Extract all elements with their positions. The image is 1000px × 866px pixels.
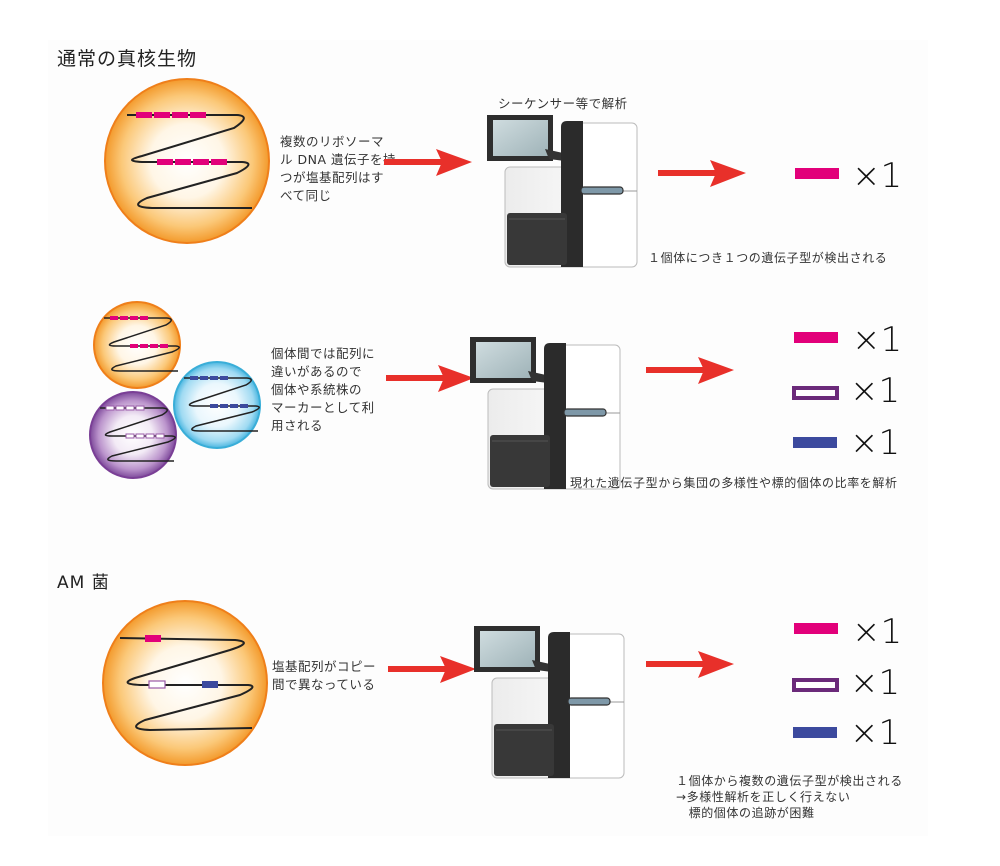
rdna-repeats <box>105 405 165 439</box>
count-label: ×1 <box>850 423 901 463</box>
rdna-copy-blue <box>202 681 218 688</box>
note-am-fungi: １個体から複数の遺伝子型が検出される →多様性解析を正しく行えない 標的個体の追… <box>676 774 903 820</box>
section-title-eukaryote: 通常の真核生物 <box>57 48 198 70</box>
genotype-pink-icon <box>794 623 838 634</box>
sequencer-icon <box>486 114 638 268</box>
times-icon: × <box>852 612 881 652</box>
cell-eukaryote <box>104 78 270 244</box>
cell-individual-a <box>93 301 181 389</box>
arrow-to-sequencer-2 <box>386 365 474 392</box>
count-label: ×1 <box>850 663 901 703</box>
arrow-to-result-1 <box>658 160 746 187</box>
rdna-repeats <box>190 376 248 408</box>
cell-individual-c <box>89 391 177 479</box>
sequencer-label: シーケンサー等で解析 <box>498 96 628 111</box>
rdna-repeats <box>110 316 168 348</box>
count-label: ×1 <box>852 612 903 652</box>
description-am-fungi: 塩基配列がコピー 間で異なっている <box>272 659 377 692</box>
note-population: 現れた遺伝子型から集団の多様性や標的個体の比率を解析 <box>570 476 898 490</box>
cell-am-fungi <box>102 600 268 766</box>
arrow-to-sequencer-3 <box>388 656 476 683</box>
cell-membrane <box>102 600 268 766</box>
count-label: ×1 <box>852 156 903 196</box>
genotype-pink-icon <box>795 168 839 179</box>
arrow-to-sequencer-1 <box>384 149 472 176</box>
times-icon: × <box>850 371 879 411</box>
times-icon: × <box>852 320 881 360</box>
genotype-purple-hollow-icon <box>792 678 839 692</box>
description-eukaryote: 複数のリボソーマ ル DNA 遺伝子を持 つが塩基配列はす べて同じ <box>280 134 396 203</box>
arrow-to-result-3 <box>646 651 734 678</box>
count-label: ×1 <box>850 713 901 753</box>
rdna-repeats-middle <box>157 159 227 165</box>
count-label: ×1 <box>850 371 901 411</box>
genotype-blue-icon <box>793 727 837 738</box>
times-icon: × <box>850 713 879 753</box>
rdna-repeats-top <box>136 112 206 118</box>
times-icon: × <box>852 156 881 196</box>
dna-strand <box>119 637 254 732</box>
times-icon: × <box>850 663 879 703</box>
sequencer-icon <box>469 336 621 490</box>
dna-strand <box>127 114 252 209</box>
description-population: 個体間では配列に 違いがあるので 個体や系統株の マーカーとして利 用される <box>271 346 376 433</box>
arrow-to-result-2 <box>646 357 734 384</box>
rdna-copy-purple <box>148 680 166 689</box>
times-icon: × <box>850 423 879 463</box>
genotype-blue-icon <box>793 437 837 448</box>
count-label: ×1 <box>852 320 903 360</box>
sequencer-icon <box>473 625 625 779</box>
genotype-purple-hollow-icon <box>792 386 839 400</box>
section-title-am-fungi: AM 菌 <box>57 573 110 593</box>
genotype-pink-icon <box>794 332 838 343</box>
note-eukaryote: １個体につき１つの遺伝子型が検出される <box>648 251 888 265</box>
rdna-copy-pink <box>145 635 161 642</box>
cell-individual-b <box>173 361 261 449</box>
